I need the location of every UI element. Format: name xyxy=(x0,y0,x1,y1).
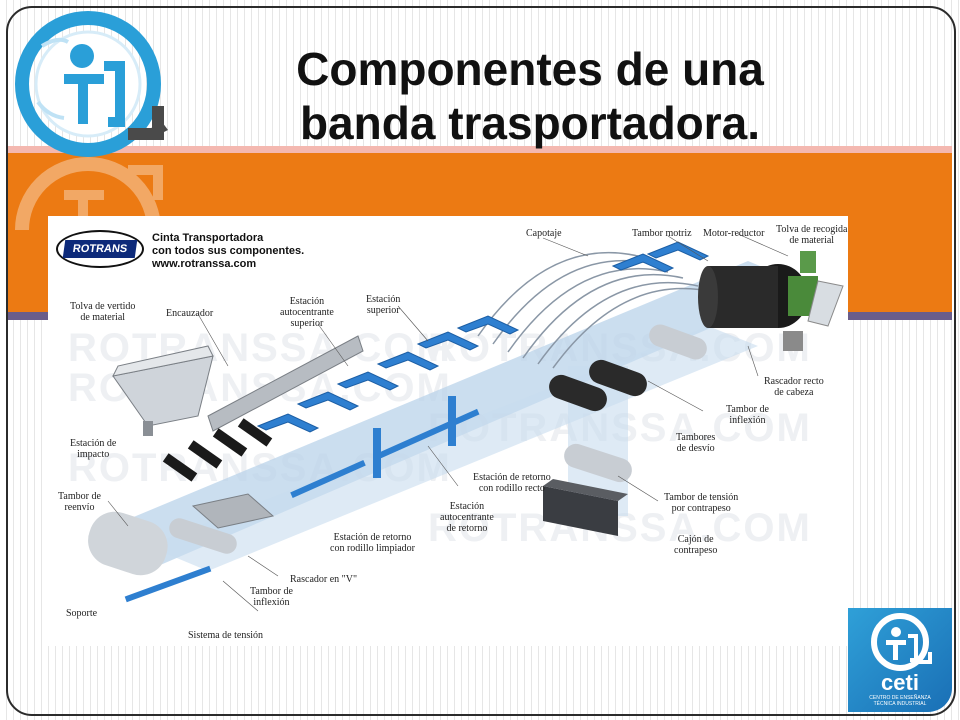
label-line: Estación xyxy=(366,294,401,305)
logo-reflection-icon xyxy=(8,150,172,230)
slide-frame xyxy=(6,6,956,716)
label-tambor-inflexion-cola: Tambor de inflexión xyxy=(250,586,293,608)
diagram-header: Cinta Transportadora con todos sus compo… xyxy=(152,232,304,271)
v-plough-icon xyxy=(191,493,275,529)
label-estacion-superior: Estación superior xyxy=(366,294,400,316)
label-line: Estación xyxy=(449,501,485,512)
label-line: Estación de xyxy=(70,438,117,449)
slide-title: Componentes de una banda trasportadora. xyxy=(200,42,860,150)
conveyor-illustration xyxy=(88,233,844,612)
label-line: inflexión xyxy=(729,415,766,426)
label-line: Rascador recto xyxy=(764,376,824,387)
header-line-3: www.rotranssa.com xyxy=(152,258,257,270)
tail-bend-drum-icon xyxy=(169,518,237,554)
rotrans-logo-text: ROTRANS xyxy=(62,240,138,258)
label-estacion-impacto: Estación de impacto xyxy=(70,438,116,460)
label-line: superior xyxy=(290,318,324,329)
label-line: Estación de retorno xyxy=(333,532,412,543)
take-up-drum-icon xyxy=(564,443,632,483)
label-tambor-tension: Tambor de tensión por contrapeso xyxy=(664,492,738,514)
tension-system-icon xyxy=(124,565,212,603)
label-line: autocentrante xyxy=(440,512,494,523)
label-line: de desvío xyxy=(676,443,715,454)
header-line-1: Cinta Transportadora xyxy=(152,232,264,244)
label-autocentrante-retorno: Estación autocentrante de retorno xyxy=(440,501,494,534)
tail-drum-icon xyxy=(88,511,168,576)
label-sistema-tension: Sistema de tensión xyxy=(188,630,263,641)
rotrans-logo-icon: ROTRANS xyxy=(56,230,144,268)
label-line: Tambor de tensión xyxy=(664,492,739,503)
ceti-subtitle-line-1: CENTRO DE ENSEÑANZA xyxy=(869,695,931,701)
label-retorno-rodillo-limpiador: Estación de retorno con rodillo limpiado… xyxy=(330,532,415,554)
label-line: de material xyxy=(80,312,126,323)
label-line: reenvío xyxy=(64,502,95,513)
label-tolva-vertido: Tolva de vertido de material xyxy=(70,301,135,323)
label-line: Tolva de recogida xyxy=(776,224,848,235)
discharge-hopper-icon xyxy=(807,280,844,327)
impact-station-icon xyxy=(162,418,273,482)
ceti-logo: ceti CENTRO DE ENSEÑANZA TÉCNICA INDUSTR… xyxy=(848,608,952,712)
label-line: impacto xyxy=(77,449,110,460)
label-line: de retorno xyxy=(446,523,488,534)
label-line: de cabeza xyxy=(774,387,814,398)
pink-accent-line xyxy=(8,146,952,153)
label-line: Cajón de xyxy=(677,534,714,545)
label-tolva-recogida: Tolva de recogida de material xyxy=(776,224,848,246)
label-line: Estación de retorno xyxy=(473,472,551,483)
label-rascador-cabeza: Rascador recto de cabeza xyxy=(764,376,824,398)
bend-drum-icon xyxy=(549,324,707,412)
label-tambor-inflexion-cabeza: Tambor de inflexión xyxy=(726,404,769,426)
label-estacion-autocentrante-superior: Estación autocentrante superior xyxy=(280,296,334,329)
label-tambores-desvio: Tambores de desvío xyxy=(676,432,715,454)
label-line: Tambor de xyxy=(726,404,769,415)
label-rascador-v: Rascador en "V" xyxy=(290,574,358,585)
label-encauzador: Encauzador xyxy=(166,308,214,319)
label-line: superior xyxy=(366,305,400,316)
label-line: Tambores xyxy=(676,432,716,443)
label-soporte: Soporte xyxy=(66,608,98,619)
label-cajon-contrapeso: Cajón de contrapeso xyxy=(674,534,717,556)
ceti-subtitle: CENTRO DE ENSEÑANZA TÉCNICA INDUSTRIAL xyxy=(852,695,948,707)
label-line: con rodillo recto xyxy=(478,483,545,494)
label-line: Estación xyxy=(289,296,325,307)
label-line: Tolva de vertido xyxy=(70,301,136,312)
label-line: inflexión xyxy=(253,597,290,608)
label-motor-reductor: Motor-reductor xyxy=(703,228,765,239)
skirt-board-icon xyxy=(207,335,364,432)
loading-hopper-icon xyxy=(112,345,214,436)
conveyor-diagram: ROTRANSSA.COM ROTRANSSA.COM ROTRANSSA.CO… xyxy=(48,216,848,646)
label-tambor-motriz: Tambor motriz xyxy=(632,228,692,239)
ceti-wordmark: ceti xyxy=(881,670,919,695)
label-capotaje: Capotaje xyxy=(526,228,562,239)
label-line: por contrapeso xyxy=(671,503,731,514)
label-line: de material xyxy=(789,235,835,246)
ceti-emblem-icon xyxy=(871,613,932,671)
label-line: Tambor de xyxy=(58,491,101,502)
label-line: contrapeso xyxy=(674,545,718,556)
header-line-2: con todos sus componentes. xyxy=(152,245,305,257)
title-line-2: banda trasportadora. xyxy=(299,97,761,149)
ceti-subtitle-line-2: TÉCNICA INDUSTRIAL xyxy=(873,701,927,707)
label-line: Tambor de xyxy=(250,586,293,597)
label-tambor-reenvio: Tambor de reenvío xyxy=(58,491,101,513)
label-line: autocentrante xyxy=(280,307,334,318)
label-retorno-rodillo-recto: Estación de retorno con rodillo recto xyxy=(473,472,551,494)
carrying-idler-station-icon xyxy=(256,241,710,433)
label-line: con rodillo limpiador xyxy=(330,543,415,554)
self-centering-return-icon xyxy=(373,396,456,478)
title-line-1: Componentes de una xyxy=(296,43,764,95)
institution-logo-icon xyxy=(8,6,172,166)
counterweight-box-icon xyxy=(543,479,628,536)
